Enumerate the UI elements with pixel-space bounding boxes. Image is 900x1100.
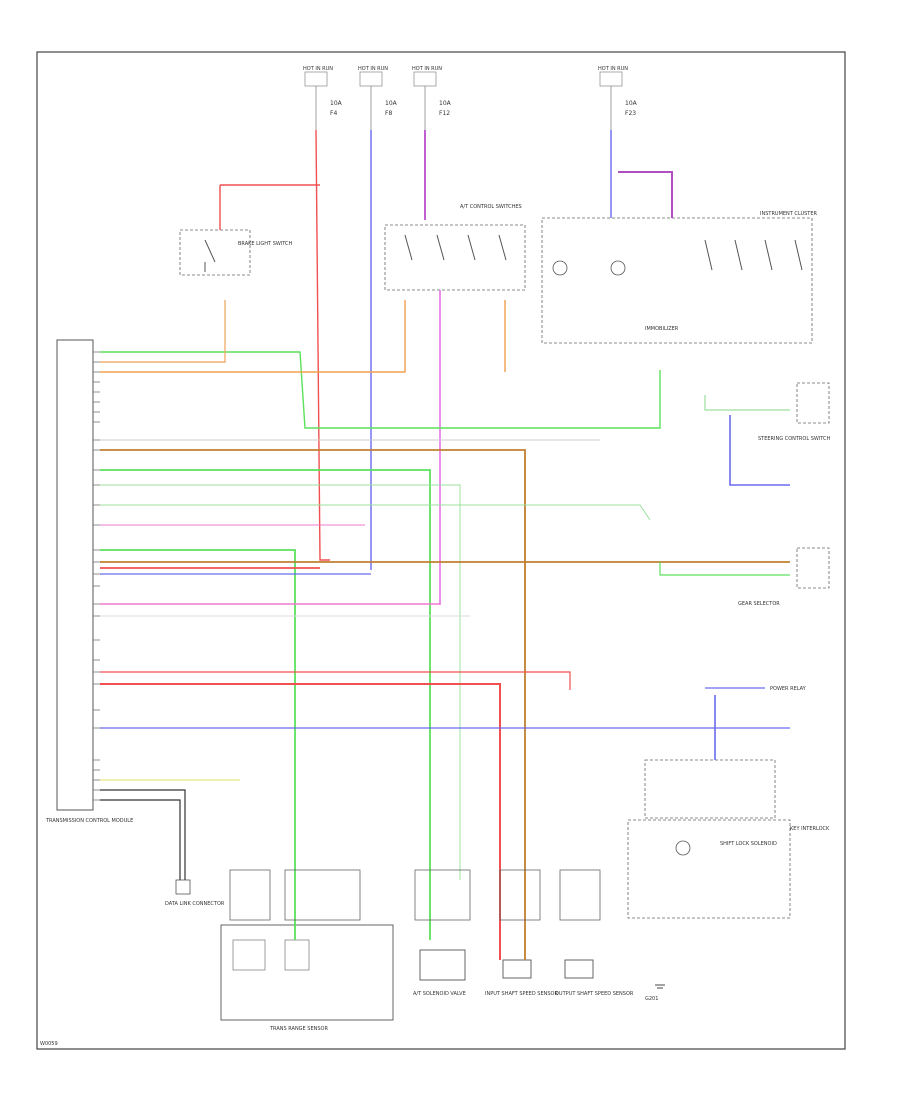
data-link-connector: DATA LINK CONNECTOR xyxy=(165,879,225,907)
data-link-label: DATA LINK CONNECTOR xyxy=(165,901,225,907)
wire-red-3 xyxy=(100,671,571,690)
fuse-f8-label: HOT IN RUN xyxy=(358,66,388,72)
fuse-f8: 10A F8 HOT IN RUN xyxy=(358,66,398,130)
gear-selector-label: GEAR SELECTOR xyxy=(738,601,780,607)
wire-black-1 xyxy=(100,789,186,880)
indicator-lamp-icon xyxy=(552,260,568,276)
shift-lock-label: SHIFT LOCK SOLENOID xyxy=(720,841,777,847)
fuse-f4: 10A F4 HOT IN RUN xyxy=(303,66,343,130)
fuse-f23: 10A F23 HOT IN RUN xyxy=(598,66,638,130)
instrument-cluster-label: INSTRUMENT CLUSTER xyxy=(760,211,818,217)
key-interlock-label: KEY INTERLOCK xyxy=(790,826,830,832)
wire-orange-2 xyxy=(100,300,406,373)
wire-green-6 xyxy=(659,562,790,576)
wire-blue-4 xyxy=(729,415,790,486)
wire-red-f4 xyxy=(315,129,330,561)
bottom-connectors xyxy=(229,869,601,921)
ground-label: G201 xyxy=(645,996,658,1002)
tcm-pins xyxy=(93,351,100,801)
steering-switch-label: STEERING CONTROL SWITCH xyxy=(758,436,831,442)
steering-control-switch: STEERING CONTROL SWITCH xyxy=(758,382,831,442)
fuse-f23-rating: 10A xyxy=(625,100,638,107)
ground-point: G201 xyxy=(645,984,665,1002)
tcm-label: TRANSMISSION CONTROL MODULE xyxy=(45,818,133,824)
wire-green-3 xyxy=(100,484,461,880)
wire-red-4 xyxy=(100,683,501,960)
wire-green-1 xyxy=(100,351,661,429)
wire-layer xyxy=(100,129,790,960)
solenoid-label: A/T SOLENOID VALVE xyxy=(413,991,466,997)
trans-range-label: TRANS RANGE SENSOR xyxy=(269,1026,328,1032)
output-speed-label: OUTPUT SHAFT SPEED SENSOR xyxy=(555,991,634,997)
input-speed-sensor: INPUT SHAFT SPEED SENSOR xyxy=(485,959,558,997)
at-control-switches: A/T CONTROL SWITCHES xyxy=(384,204,526,291)
output-speed-sensor: OUTPUT SHAFT SPEED SENSOR xyxy=(555,959,634,997)
indicator-lamp-icon xyxy=(610,260,626,276)
input-speed-label: INPUT SHAFT SPEED SENSOR xyxy=(485,991,558,997)
gear-selector: GEAR SELECTOR xyxy=(738,547,830,607)
instrument-cluster: INSTRUMENT CLUSTER IMMOBILIZER xyxy=(541,211,818,344)
fuse-group: 10A F4 HOT IN RUN 10A F8 HOT IN RUN 10A … xyxy=(303,66,638,130)
fuse-f4-rating: 10A xyxy=(330,100,343,107)
tcm-connector-block xyxy=(56,339,94,811)
wire-green-7 xyxy=(704,395,790,411)
fuse-f8-rating: 10A xyxy=(385,100,398,107)
footer-id: W0059 xyxy=(40,1041,58,1047)
power-relay-label: POWER RELAY xyxy=(770,686,807,692)
wire-green-2 xyxy=(100,469,431,940)
fuse-f23-label: HOT IN RUN xyxy=(598,66,628,72)
fuse-f12: 10A F12 HOT IN RUN xyxy=(412,66,452,130)
wire-brown-1 xyxy=(100,449,526,960)
wire-green-4 xyxy=(100,504,651,521)
solenoid-valve-block: A/T SOLENOID VALVE xyxy=(413,949,466,997)
wire-purple-cluster xyxy=(618,171,673,218)
diagram-frame xyxy=(36,51,846,1050)
trans-range-sensor: TRANS RANGE SENSOR xyxy=(220,924,394,1032)
fuse-f4-id: F4 xyxy=(330,110,337,117)
wire-orange-1 xyxy=(100,300,226,363)
immobilizer-label: IMMOBILIZER xyxy=(645,326,679,332)
at-switches-label: A/T CONTROL SWITCHES xyxy=(460,204,522,210)
wire-green-5 xyxy=(100,549,296,940)
fuse-f12-rating: 10A xyxy=(439,100,452,107)
solenoid-coil-icon xyxy=(675,840,691,856)
fuse-f8-id: F8 xyxy=(385,110,392,117)
fuse-f12-label: HOT IN RUN xyxy=(412,66,442,72)
brake-light-switch: BRAKE LIGHT SWITCH xyxy=(179,229,293,276)
fuse-f23-id: F23 xyxy=(625,110,636,117)
brake-switch-label: BRAKE LIGHT SWITCH xyxy=(238,241,293,247)
fuse-f4-label: HOT IN RUN xyxy=(303,66,333,72)
wire-black-2 xyxy=(100,799,181,880)
shift-lock-assembly: SHIFT LOCK SOLENOID KEY INTERLOCK xyxy=(627,759,830,919)
fuse-f12-id: F12 xyxy=(439,110,450,117)
